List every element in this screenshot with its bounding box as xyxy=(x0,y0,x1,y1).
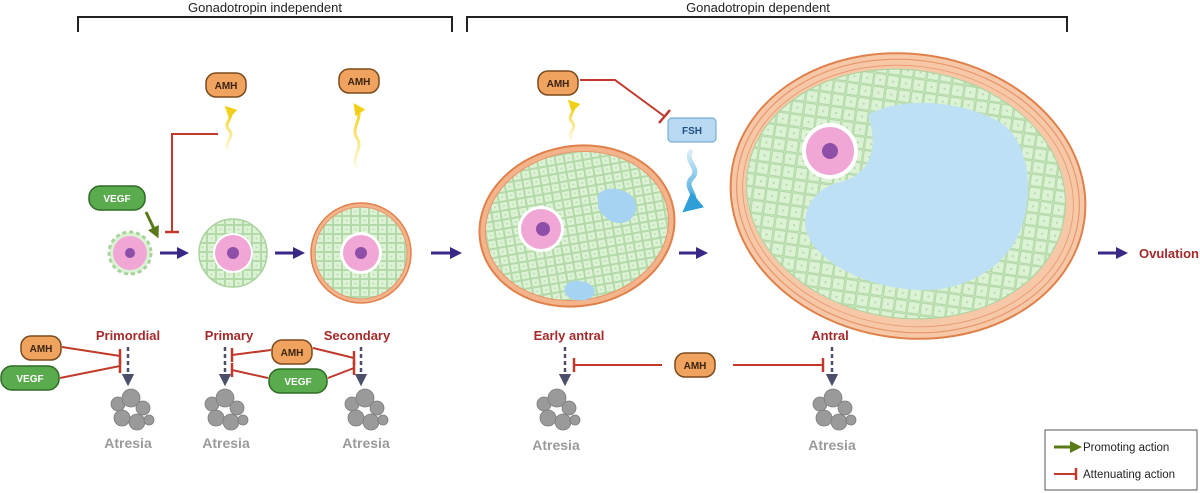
atresia-cells-secondary xyxy=(344,388,389,431)
atresia-label-antral: Atresia xyxy=(808,437,856,453)
amh-badge-secondary-top: AMH xyxy=(338,68,380,94)
fsh-badge: FSH xyxy=(667,117,717,143)
legend-promoting-label: Promoting action xyxy=(1083,442,1169,454)
svg-text:VEGF: VEGF xyxy=(103,194,130,205)
amh-badge-primary-secondary-bottom: AMH xyxy=(271,339,313,365)
atresia-label-primary: Atresia xyxy=(202,435,250,451)
vegf-badge-primary-secondary-bottom: VEGF xyxy=(268,368,328,394)
atresia-cells-antral xyxy=(812,388,857,431)
svg-text:AMH: AMH xyxy=(547,79,570,90)
bracket-gonadotropin-independent xyxy=(77,16,453,32)
amh-inhibits-fsh xyxy=(580,79,665,117)
atresia-cells-primordial xyxy=(110,388,155,431)
bracket-gonadotropin-dependent xyxy=(466,16,1068,32)
vegf-badge-primordial-bottom: VEGF xyxy=(0,365,60,391)
amh-badge-early-antral-top: AMH xyxy=(537,70,579,96)
vegf-promotes-primordial xyxy=(144,211,159,239)
svg-text:AMH: AMH xyxy=(281,348,304,359)
fsh-wave xyxy=(682,148,705,213)
legend: Promoting action Attenuating action xyxy=(1044,429,1198,491)
amh-wave-early-antral xyxy=(567,99,581,142)
amh-badge-antral-bottom: AMH xyxy=(674,352,716,378)
header-independent: Gonadotropin independent xyxy=(188,0,342,15)
svg-text:AMH: AMH xyxy=(348,77,371,88)
svg-text:AMH: AMH xyxy=(215,81,238,92)
legend-attenuating-label: Attenuating action xyxy=(1083,469,1175,481)
stage-label-antral: Antral xyxy=(811,328,849,343)
atresia-cells-early-antral xyxy=(536,388,581,431)
atresia-label-primordial: Atresia xyxy=(104,435,152,451)
svg-text:FSH: FSH xyxy=(682,126,702,137)
svg-text:AMH: AMH xyxy=(684,361,707,372)
ovulation-label: Ovulation xyxy=(1139,246,1199,261)
amh-wave-primary xyxy=(224,105,238,152)
atresia-cells-primary xyxy=(204,388,249,431)
amh-badge-primary-top: AMH xyxy=(205,72,247,98)
stage-label-primordial: Primordial xyxy=(96,328,160,343)
primary-follicle xyxy=(198,218,268,288)
atresia-label-early-antral: Atresia xyxy=(532,437,580,453)
stage-label-secondary: Secondary xyxy=(324,328,391,343)
amh-wave-secondary xyxy=(353,103,366,169)
atresia-label-secondary: Atresia xyxy=(342,435,390,451)
antral-follicle xyxy=(729,52,1087,340)
header-dependent: Gonadotropin dependent xyxy=(686,0,830,15)
early-antral-follicle xyxy=(478,144,676,308)
stage-label-early-antral: Early antral xyxy=(534,328,605,343)
primordial-follicle xyxy=(107,230,153,276)
svg-text:VEGF: VEGF xyxy=(284,377,311,388)
svg-text:VEGF: VEGF xyxy=(16,374,43,385)
atresia-arrows xyxy=(121,347,839,387)
stage-label-primary: Primary xyxy=(205,328,254,343)
amh-badge-primordial-bottom: AMH xyxy=(20,335,62,361)
secondary-follicle xyxy=(310,202,412,304)
anti-atresia-inhibitions xyxy=(59,346,825,379)
amh-inhibits-primordial-activation xyxy=(171,133,218,232)
vegf-badge-top: VEGF xyxy=(88,185,146,211)
svg-text:AMH: AMH xyxy=(30,344,53,355)
